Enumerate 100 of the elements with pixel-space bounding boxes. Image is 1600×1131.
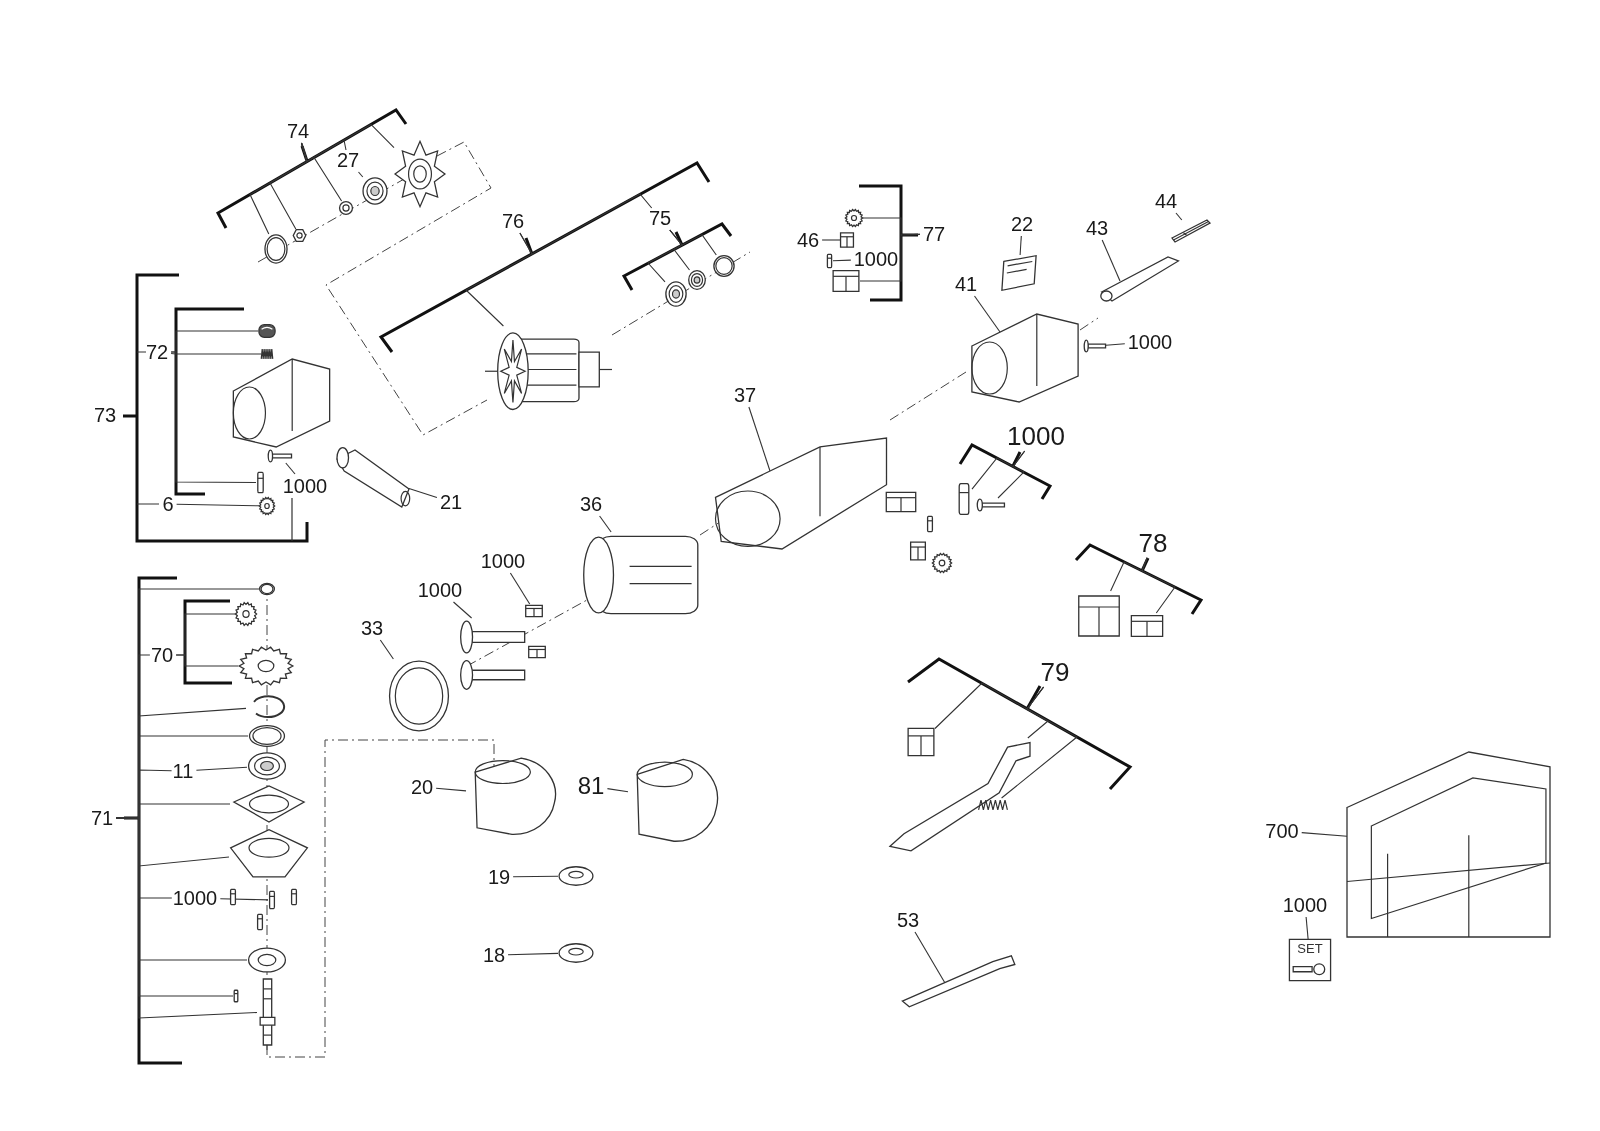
clamping-nut: [558, 942, 594, 964]
callout-number: 41: [953, 274, 979, 294]
leader-line: [914, 931, 946, 984]
callout-number: 71: [89, 808, 115, 828]
screw: [229, 889, 237, 905]
leader-line: [219, 898, 269, 901]
callout-number: 1000: [1281, 895, 1329, 915]
leader-line: [669, 229, 717, 256]
label-sheet: [1000, 255, 1038, 291]
screw: [256, 914, 264, 930]
retaining-ring: [259, 583, 275, 595]
brush-spring: [845, 209, 863, 227]
spring: [261, 347, 273, 361]
screw-set-box: SET: [1289, 939, 1331, 981]
callout-number: 44: [1153, 191, 1179, 211]
leader-line: [832, 259, 852, 262]
leader-line: [176, 503, 260, 507]
washer: [248, 725, 286, 747]
callout-number: 36: [578, 494, 604, 514]
carbon-brush: [840, 231, 854, 249]
leader-line: [170, 351, 257, 484]
callout-number: 11: [171, 761, 195, 781]
brush-holder: [832, 268, 860, 294]
callout-number: 27: [335, 150, 361, 170]
pin: [256, 472, 265, 493]
callout-number: 18: [481, 945, 507, 965]
callout-number: 22: [1009, 214, 1035, 234]
callout-number: 37: [732, 385, 758, 405]
leader-line: [748, 406, 771, 472]
leader-line: [512, 875, 559, 878]
leader-line: [300, 139, 347, 163]
callout-number: 46: [795, 230, 821, 250]
bolt: [460, 658, 526, 692]
leader-line: [357, 171, 364, 178]
leader-line: [452, 601, 473, 619]
leader-line: [1305, 916, 1309, 940]
callout-number: 33: [359, 618, 385, 638]
leader-line: [408, 487, 438, 499]
leader-line: [195, 766, 248, 771]
screw: [268, 449, 292, 463]
leader-line: [507, 952, 559, 956]
leader-line: [435, 787, 467, 792]
leader-line: [606, 788, 629, 793]
callout-number: 1000: [171, 888, 219, 908]
screw: [926, 516, 934, 532]
callout-number: 1000: [281, 476, 329, 496]
ball-bearing: [247, 752, 287, 780]
callout-number: 73: [92, 405, 118, 425]
capacitor: [1130, 613, 1164, 639]
leader-line: [170, 352, 262, 355]
carrying-case: [1347, 752, 1550, 937]
bolt: [460, 618, 526, 656]
leader-line: [1019, 235, 1022, 256]
leader-line: [519, 193, 653, 255]
callout-number: 70: [149, 645, 175, 665]
callout-number: 79: [1039, 659, 1071, 685]
callout-number: 700: [1264, 821, 1300, 841]
spring: [978, 798, 1008, 812]
screw: [826, 254, 833, 268]
gasket: [230, 784, 308, 824]
side-handle: [337, 447, 409, 507]
leader-line: [973, 295, 1001, 333]
clip: [528, 645, 546, 659]
plate: [956, 483, 972, 515]
callout-number: 1000: [416, 580, 464, 600]
clip: [525, 604, 543, 618]
callout-number: 76: [500, 211, 526, 231]
leader-line: [115, 817, 173, 899]
ball-bearing: [688, 270, 706, 290]
callout-number: 1000: [852, 249, 900, 269]
leader-line: [599, 515, 612, 533]
power-cable: [1172, 220, 1210, 242]
callout-number: 81: [576, 774, 606, 798]
leader-line: [509, 572, 531, 605]
leader-line: [997, 450, 1026, 499]
leader-line: [379, 639, 394, 660]
leader-line: [285, 462, 296, 475]
brush-spring: [932, 553, 952, 573]
washer: [247, 947, 287, 973]
fan: [394, 140, 446, 208]
bearing-sleeve: [713, 255, 735, 277]
leader-line: [1105, 343, 1126, 346]
key: [233, 990, 239, 1002]
callout-number: 77: [921, 224, 947, 244]
leader-line: [1175, 212, 1183, 221]
ball-bearing: [665, 281, 687, 307]
ball-bearing: [362, 177, 388, 205]
brush-holder: [885, 490, 917, 514]
leader-line: [175, 654, 239, 667]
callout-number: 74: [285, 121, 311, 141]
callout-number: 1000: [479, 551, 527, 571]
callout-number: 20: [409, 777, 435, 797]
bearing-flange: [229, 827, 309, 879]
callout-number: 19: [486, 867, 512, 887]
o-ring: [264, 234, 288, 264]
pinion-gear: [235, 602, 257, 626]
leader-line: [859, 233, 921, 282]
leader-line: [1001, 686, 1078, 799]
leader-line: [1101, 239, 1121, 282]
callout-number: 21: [438, 492, 464, 512]
